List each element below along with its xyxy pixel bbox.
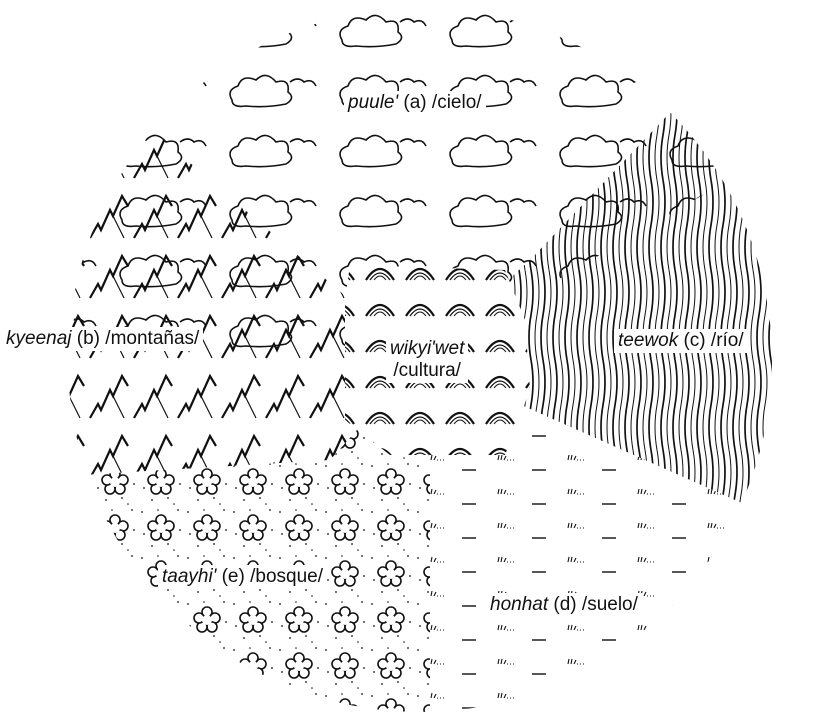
label-sky: puule' (a) /cielo/	[344, 91, 486, 115]
label-mountains: kyeenaj (b) /montañas/	[2, 327, 204, 351]
label-forest: taayhi' (e) /bosque/	[158, 565, 328, 589]
label-river: teewok (c) /río/	[614, 329, 748, 353]
label-culture: wikyi'wet/cultura/	[386, 337, 469, 383]
label-ground: honhat (d) /suelo/	[486, 593, 642, 617]
